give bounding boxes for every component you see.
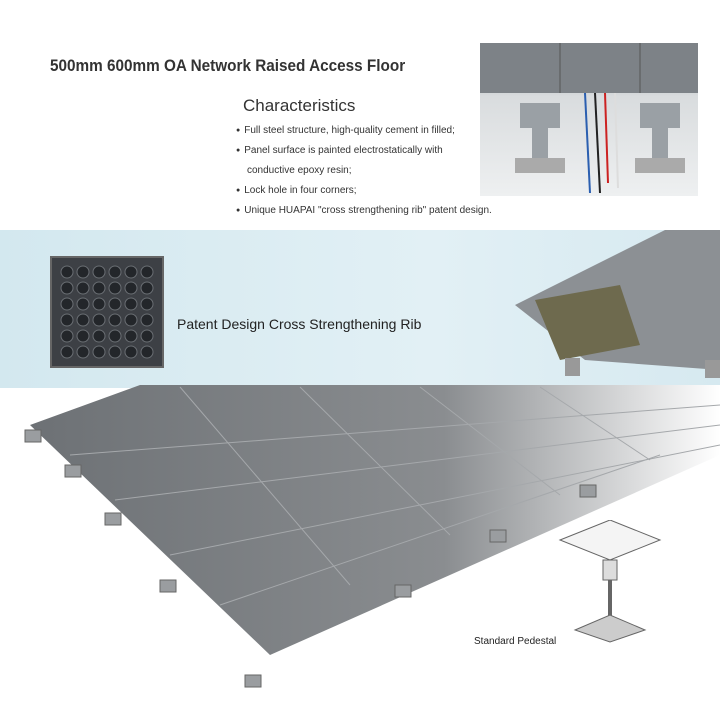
rib-hole: [140, 329, 154, 343]
rib-hole: [92, 329, 106, 343]
rib-hole: [76, 313, 90, 327]
rib-hole: [140, 297, 154, 311]
standard-pedestal-image: [558, 520, 662, 643]
list-item: Lock hole in four corners;: [236, 181, 492, 201]
rib-hole: [60, 329, 74, 343]
rib-caption: Patent Design Cross Strengthening Rib: [177, 316, 422, 332]
rib-hole: [124, 265, 138, 279]
rib-hole: [76, 281, 90, 295]
rib-hole: [108, 265, 122, 279]
rib-hole: [60, 265, 74, 279]
rib-hole: [92, 313, 106, 327]
raised-floor-illustration: [24, 385, 720, 688]
characteristics-list: Full steel structure, high-quality cemen…: [236, 121, 492, 221]
rib-hole: [60, 297, 74, 311]
characteristics-heading: Characteristics: [243, 96, 356, 115]
rib-hole: [92, 297, 106, 311]
rib-hole: [108, 313, 122, 327]
pedestal-caption: Standard Pedestal: [474, 636, 557, 647]
list-item: conductive epoxy resin;: [247, 165, 352, 176]
rib-hole: [124, 313, 138, 327]
list-item: Unique HUAPAI "cross strengthening rib" …: [236, 201, 492, 221]
rib-hole: [140, 265, 154, 279]
rib-hole: [92, 281, 106, 295]
rib-hole: [140, 281, 154, 295]
rib-hole: [108, 345, 122, 359]
rib-hole: [60, 345, 74, 359]
rib-hole: [124, 281, 138, 295]
rib-hole: [92, 265, 106, 279]
list-item: Panel surface is painted electrostatical…: [236, 141, 492, 161]
pedestal-cable-photo: [480, 43, 698, 196]
rib-panel-image: [50, 256, 164, 368]
rib-hole: [108, 297, 122, 311]
rib-hole: [140, 345, 154, 359]
rib-hole: [76, 329, 90, 343]
rib-hole: [124, 345, 138, 359]
rib-hole: [108, 329, 122, 343]
rib-hole: [60, 313, 74, 327]
rib-hole: [140, 313, 154, 327]
rib-hole: [76, 265, 90, 279]
rib-hole: [76, 345, 90, 359]
page-title: 500mm 600mm OA Network Raised Access Flo…: [50, 56, 406, 75]
rib-hole: [60, 281, 74, 295]
list-item: Full steel structure, high-quality cemen…: [236, 121, 492, 141]
rib-hole: [92, 345, 106, 359]
rib-hole: [108, 281, 122, 295]
rib-hole: [124, 329, 138, 343]
rib-hole: [124, 297, 138, 311]
rib-hole: [76, 297, 90, 311]
